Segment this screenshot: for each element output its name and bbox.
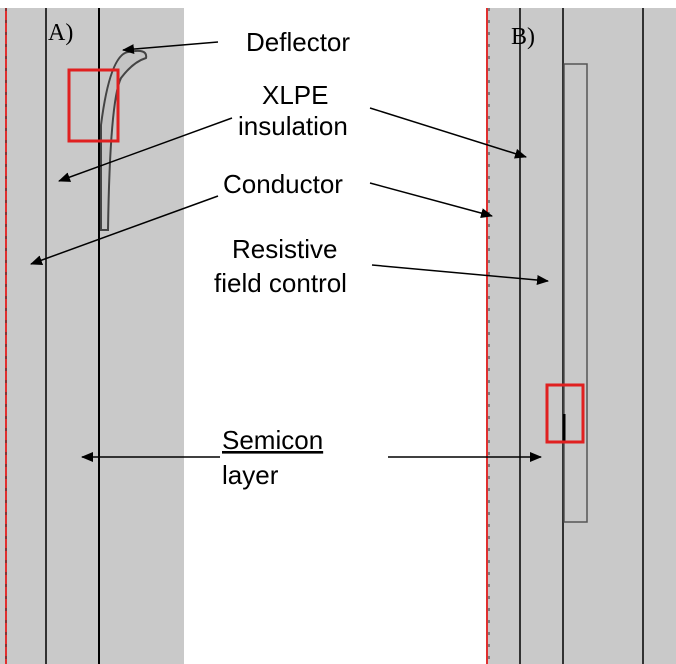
semicon-label-line1: Semicon <box>222 425 323 455</box>
xlpe-label-line2: insulation <box>238 111 348 141</box>
deflector-label: Deflector <box>246 27 350 57</box>
resistive-label-line2: field control <box>214 268 347 298</box>
panel-b-highlight-box <box>545 383 585 444</box>
deflector-shape <box>100 49 148 231</box>
semicon-label-line2: layer <box>222 460 279 490</box>
panel-a-label: A) <box>48 20 73 46</box>
panel-a-highlight-box <box>67 68 120 143</box>
panel-b <box>486 8 676 664</box>
panel-b-label: B) <box>511 24 535 50</box>
conductor-arrow-a <box>30 195 219 265</box>
resistive-field-control-layer <box>563 63 588 523</box>
resistive-arrow <box>371 264 549 285</box>
resistive-label-line1: Resistive <box>232 234 337 264</box>
xlpe-arrow-b <box>369 107 527 159</box>
xlpe-label-line1: XLPE <box>262 80 329 110</box>
xlpe-arrow-a <box>58 117 233 182</box>
conductor-label: Conductor <box>223 169 343 199</box>
deflector-arrow <box>122 41 219 55</box>
panel-a <box>0 8 184 664</box>
conductor-arrow-b <box>369 182 493 218</box>
panel-a-background <box>0 8 184 664</box>
